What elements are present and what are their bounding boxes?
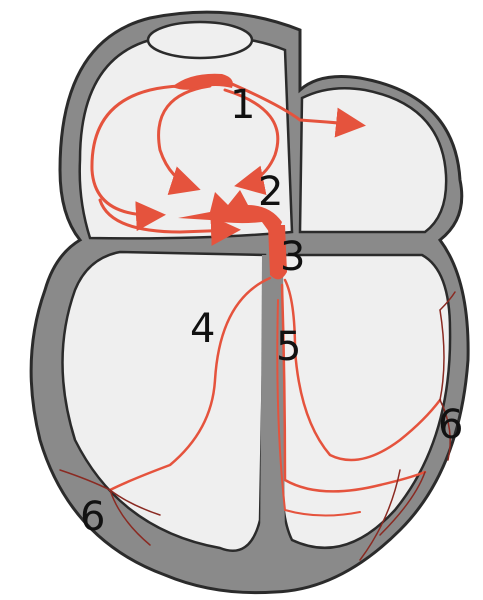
label-6-right: 6	[438, 402, 463, 448]
label-5: 5	[276, 324, 301, 370]
label-2: 2	[258, 169, 283, 215]
label-6-left: 6	[80, 494, 105, 540]
label-4: 4	[190, 306, 215, 352]
left-ventricle	[280, 255, 450, 548]
label-3: 3	[280, 234, 305, 280]
label-1: 1	[230, 82, 255, 128]
vena-cava-opening	[148, 22, 252, 58]
